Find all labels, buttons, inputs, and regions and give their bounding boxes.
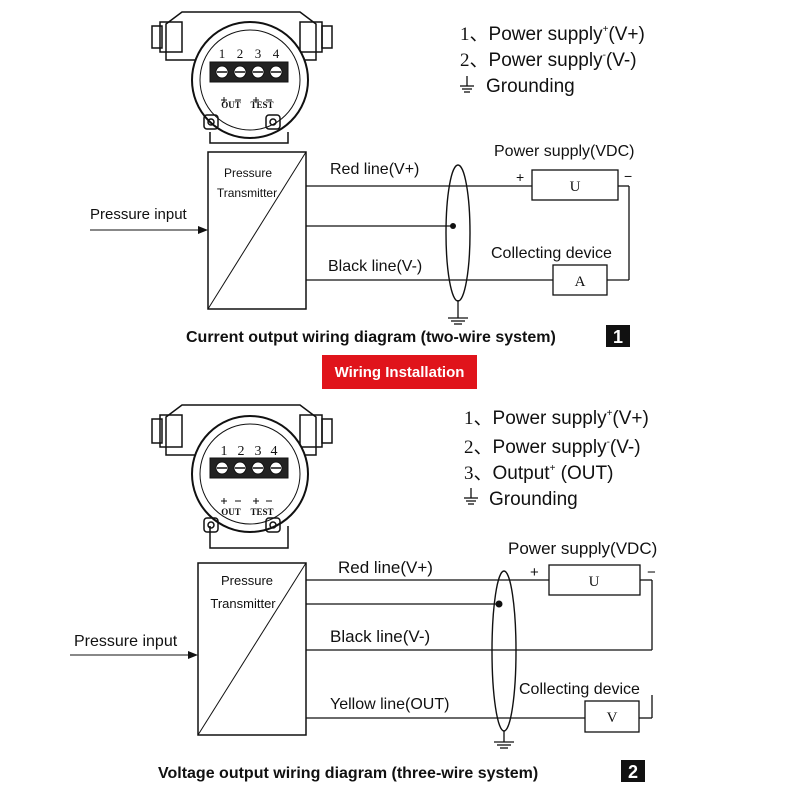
wires-2	[306, 570, 653, 749]
power-supply-meter-2: U	[548, 564, 641, 596]
meter-u-label: U	[589, 574, 600, 590]
caption-number-badge-1: 1	[606, 325, 630, 347]
junction-dot	[495, 600, 503, 608]
meter-a-label: A	[575, 274, 586, 290]
collecting-device-meter-1: A	[552, 264, 608, 296]
legend-item: Grounding	[486, 76, 575, 97]
terminal-number: 4	[271, 444, 278, 459]
red-line-label: Red line(V+)	[330, 161, 419, 178]
ground-icon	[464, 488, 478, 505]
pressure-transmitter-box-2: Pressure Transmitter	[197, 562, 307, 736]
diagram-2: 1 2 3 4 OUT TEST 1、Power supply+(V+) 2、P…	[70, 404, 657, 782]
pressure-input-label: Pressure input	[74, 633, 178, 650]
legend-2: 1、Power supply+(V+) 2、Power supply-(V-) …	[464, 408, 649, 510]
black-line-label: Black line(V-)	[328, 258, 422, 275]
terminal-block-1: 1 2 3 4 OUT TEST	[209, 46, 289, 110]
terminal-number: 2	[237, 46, 244, 61]
terminal-test-label: TEST	[250, 100, 273, 110]
legend-item: 3、Output+ (OUT)	[464, 463, 613, 484]
diagram-1: 1 2 3 4 OUT TEST 1、Power supply+(V+) 2、P…	[90, 11, 645, 347]
transmitter-label: Pressure	[221, 573, 273, 588]
junction-dot	[450, 223, 456, 229]
legend-item: 1、Power supply+(V+)	[460, 24, 645, 45]
pressure-input-label: Pressure input	[90, 206, 188, 223]
collecting-device-meter-2: V	[584, 700, 640, 733]
collecting-device-label: Collecting device	[519, 681, 640, 698]
caption-2: Voltage output wiring diagram (three-wir…	[158, 765, 538, 782]
caption-number-badge-2: 2	[621, 760, 645, 782]
transmitter-label: Pressure	[224, 166, 272, 180]
meter-v-label: V	[607, 710, 618, 726]
svg-text:1: 1	[613, 327, 623, 347]
pressure-transmitter-box-1: Pressure Transmitter	[207, 151, 307, 310]
terminal-number: 2	[238, 444, 245, 459]
wires-1	[306, 164, 630, 325]
collecting-device-label: Collecting device	[491, 245, 612, 262]
svg-text:2: 2	[628, 762, 638, 782]
legend-item: 2、Power supply-(V-)	[464, 437, 641, 458]
black-line-label: Black line(V-)	[330, 627, 430, 646]
transmitter-label: Transmitter	[210, 596, 276, 611]
minus-sign: −	[624, 168, 632, 184]
caption-1: Current output wiring diagram (two-wire …	[186, 329, 556, 346]
red-line-label: Red line(V+)	[338, 558, 433, 577]
power-supply-label: Power supply(VDC)	[508, 539, 657, 558]
terminal-out-label: OUT	[221, 100, 241, 110]
terminal-number: 3	[255, 444, 262, 459]
plus-sign: +	[530, 564, 539, 581]
legend-item: 1、Power supply+(V+)	[464, 408, 649, 429]
ground-icon	[460, 76, 474, 93]
terminal-number: 1	[219, 46, 226, 61]
meter-u-label: U	[570, 179, 581, 195]
terminal-test-label: TEST	[250, 507, 273, 517]
plus-sign: +	[516, 169, 524, 185]
terminal-number: 3	[255, 46, 262, 61]
power-supply-meter-1: U	[531, 169, 619, 201]
legend-item: Grounding	[489, 489, 578, 510]
minus-sign: −	[647, 564, 656, 581]
legend-1: 1、Power supply+(V+) 2、Power supply-(V-) …	[460, 24, 645, 97]
terminal-out-label: OUT	[221, 507, 241, 517]
power-supply-label: Power supply(VDC)	[494, 143, 634, 160]
terminal-number: 4	[273, 46, 280, 61]
transmitter-label: Transmitter	[217, 186, 277, 200]
legend-item: 2、Power supply-(V-)	[460, 50, 637, 71]
terminal-number: 1	[221, 444, 228, 459]
yellow-line-label: Yellow line(OUT)	[330, 696, 449, 713]
wiring-installation-banner: Wiring Installation	[322, 355, 477, 389]
terminal-block-2: 1 2 3 4 OUT TEST	[209, 444, 289, 517]
